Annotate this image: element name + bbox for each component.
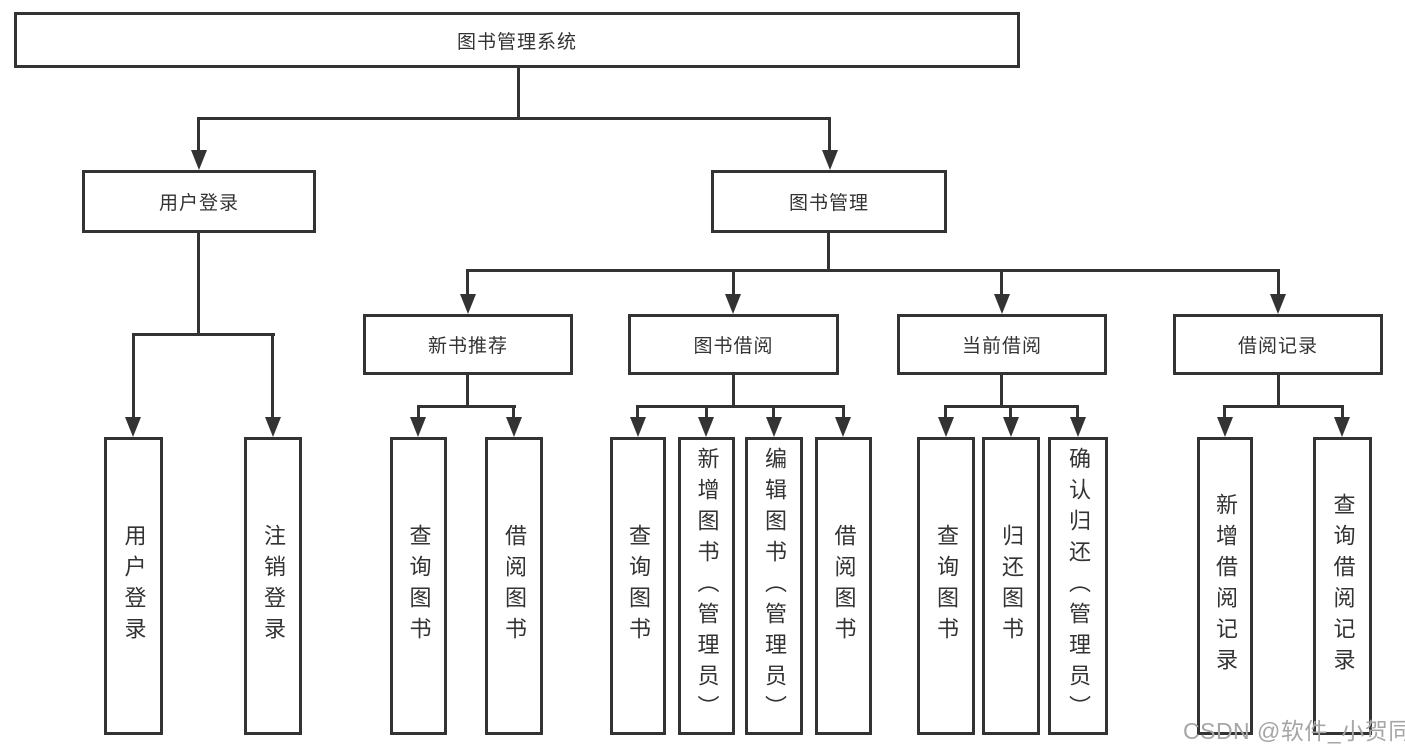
node-label: 新增图书（管理员） — [694, 446, 720, 726]
connector-newbooks-stem — [466, 269, 469, 297]
node-label: 当前借阅 — [961, 336, 1042, 357]
node-borrowing-edit-books-admin: 编辑图书（管理员） — [745, 437, 803, 735]
connector-groupC-leaf2-stem — [1009, 405, 1012, 419]
connector-groupA-leaf1-stem — [417, 405, 420, 419]
node-current-borrowing: 当前借阅 — [897, 314, 1107, 375]
node-label: 新书推荐 — [427, 336, 508, 357]
node-newbooks-borrow-books: 借阅图书 — [485, 437, 543, 735]
connector-groupC-leaf1-stem — [944, 405, 947, 419]
arrowhead-down-icon — [835, 417, 851, 437]
connector-books-bar — [466, 269, 1280, 272]
connector-root-stem — [517, 68, 520, 120]
arrowhead-down-icon — [125, 417, 141, 437]
node-label: 查询图书 — [934, 524, 959, 648]
node-label: 查询图书 — [626, 524, 651, 648]
connector-groupB-leaf1-stem — [636, 405, 639, 419]
arrowhead-down-icon — [191, 150, 207, 170]
arrowhead-down-icon — [1070, 417, 1086, 437]
arrowhead-down-icon — [265, 417, 281, 437]
node-new-book-recommendation: 新书推荐 — [363, 314, 573, 375]
node-label: 图书管理系统 — [456, 31, 577, 53]
node-records-add-record: 新增借阅记录 — [1197, 437, 1253, 735]
arrowhead-down-icon — [822, 150, 838, 170]
node-label: 查询借阅记录 — [1330, 493, 1356, 679]
node-label: 编辑图书（管理员） — [762, 446, 787, 726]
connector-records-stem — [1277, 269, 1280, 297]
node-label: 借阅图书 — [502, 524, 527, 648]
node-root-library-system: 图书管理系统 — [14, 12, 1020, 68]
node-label: 图书借阅 — [693, 336, 774, 357]
node-book-management: 图书管理 — [711, 170, 947, 233]
connector-root-bar — [197, 117, 831, 120]
node-label: 借阅记录 — [1237, 336, 1318, 357]
connector-groupD-leaf1-stem — [1223, 405, 1226, 419]
arrowhead-down-icon — [1334, 417, 1350, 437]
connector-groupD-leaf2-stem — [1341, 405, 1344, 419]
connector-current-stem — [1000, 269, 1003, 297]
node-logout: 注销登录 — [244, 437, 302, 735]
connector-groupA-leaf2-stem — [512, 405, 515, 419]
csdn-watermark: CSDN @软件_小贺同学 — [1183, 718, 1405, 744]
connector-groupD-down — [1277, 375, 1280, 408]
node-current-return-books: 归还图书 — [982, 437, 1040, 735]
arrowhead-down-icon — [766, 417, 782, 437]
connector-groupB-down — [732, 375, 735, 408]
arrowhead-down-icon — [630, 417, 646, 437]
arrowhead-down-icon — [698, 417, 714, 437]
node-label: 用户登录 — [121, 524, 147, 648]
arrowhead-down-icon — [1003, 417, 1019, 437]
node-records-query-record: 查询借阅记录 — [1313, 437, 1372, 735]
connector-user-bar — [132, 333, 275, 336]
connector-groupC-down — [1000, 375, 1003, 408]
arrowhead-down-icon — [994, 294, 1010, 314]
node-borrowing-borrow-books: 借阅图书 — [815, 437, 872, 735]
arrowhead-down-icon — [1217, 417, 1233, 437]
connector-user-leaf2-stem — [271, 333, 274, 417]
connector-groupA-down — [466, 375, 469, 408]
node-label: 查询图书 — [406, 524, 432, 648]
node-label: 注销登录 — [261, 524, 286, 648]
connector-groupC-leaf3-stem — [1076, 405, 1079, 419]
connector-groupB-leaf4-stem — [842, 405, 845, 419]
connector-groupD-bar — [1223, 405, 1344, 408]
connector-books-down — [827, 233, 830, 272]
node-label: 确认归还（管理员） — [1066, 446, 1091, 726]
arrowhead-down-icon — [938, 417, 954, 437]
arrowhead-down-icon — [1270, 294, 1286, 314]
connector-groupA-bar — [417, 405, 516, 408]
connector-user-stem — [197, 117, 200, 152]
node-borrowing-query-books: 查询图书 — [610, 437, 666, 735]
node-book-borrowing: 图书借阅 — [628, 314, 839, 375]
node-newbooks-query-books: 查询图书 — [390, 437, 447, 735]
arrowhead-down-icon — [410, 417, 426, 437]
node-label: 用户登录 — [158, 193, 239, 214]
connector-user-leaf1-stem — [132, 333, 135, 417]
arrowhead-down-icon — [460, 294, 476, 314]
arrowhead-down-icon — [725, 294, 741, 314]
node-label: 归还图书 — [999, 524, 1024, 648]
node-label: 借阅图书 — [831, 524, 857, 648]
node-borrowing-records: 借阅记录 — [1173, 314, 1383, 375]
connector-borrowing-stem — [732, 269, 735, 297]
connector-groupB-leaf3-stem — [772, 405, 775, 419]
node-borrowing-add-books-admin: 新增图书（管理员） — [678, 437, 735, 735]
connector-user-down — [197, 233, 200, 336]
connector-groupB-leaf2-stem — [705, 405, 708, 419]
connector-groupB-bar — [636, 405, 845, 408]
node-label: 新增借阅记录 — [1213, 493, 1238, 679]
connector-books-stem — [828, 117, 831, 152]
node-user-login: 用户登录 — [82, 170, 316, 233]
node-label: 图书管理 — [788, 193, 869, 214]
node-current-confirm-return-admin: 确认归还（管理员） — [1048, 437, 1108, 735]
arrowhead-down-icon — [506, 417, 522, 437]
node-user-login-leaf: 用户登录 — [104, 437, 163, 735]
node-current-query-books: 查询图书 — [917, 437, 975, 735]
